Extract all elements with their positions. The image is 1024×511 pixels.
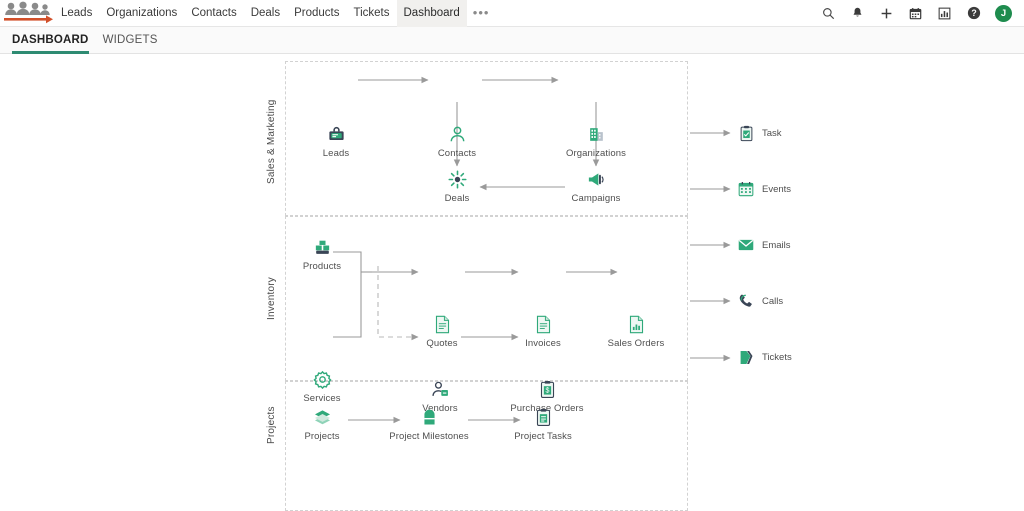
plus-icon[interactable] bbox=[879, 6, 894, 21]
node-project-tasks[interactable]: Project Tasks bbox=[497, 405, 589, 442]
node-label: Services bbox=[276, 393, 368, 404]
node-campaigns[interactable]: Campaigns bbox=[550, 167, 642, 204]
invoices-icon bbox=[497, 312, 589, 334]
svg-text:$: $ bbox=[545, 387, 549, 395]
deals-icon bbox=[411, 167, 503, 189]
process-flow-diagram: Sales & Marketing Inventory Projects bbox=[0, 54, 1024, 466]
node-label: Projects bbox=[276, 431, 368, 442]
node-label: Sales Orders bbox=[590, 338, 682, 349]
node-deals[interactable]: Deals bbox=[411, 167, 503, 204]
top-nav-actions: ? J bbox=[821, 5, 1024, 22]
svg-text:?: ? bbox=[971, 8, 976, 18]
node-task[interactable]: Task bbox=[738, 124, 782, 142]
nav-item-leads[interactable]: Leads bbox=[54, 0, 99, 27]
top-navigation-bar: Leads Organizations Contacts Deals Produ… bbox=[0, 0, 1024, 27]
node-quotes[interactable]: Quotes bbox=[396, 312, 488, 349]
nav-item-tickets[interactable]: Tickets bbox=[347, 0, 397, 27]
node-sales-orders[interactable]: Sales Orders bbox=[590, 312, 682, 349]
node-label: Organizations bbox=[550, 148, 642, 159]
node-contacts[interactable]: Contacts bbox=[411, 122, 503, 159]
node-label: Project Milestones bbox=[383, 431, 475, 442]
node-emails[interactable]: Emails bbox=[738, 236, 791, 254]
node-label: Deals bbox=[411, 193, 503, 204]
nav-item-dashboard[interactable]: Dashboard bbox=[397, 0, 467, 27]
node-label: Contacts bbox=[411, 148, 503, 159]
purchase-orders-icon: $ bbox=[501, 377, 593, 399]
products-icon bbox=[276, 235, 368, 257]
node-label: Campaigns bbox=[550, 193, 642, 204]
calendar-icon[interactable] bbox=[908, 6, 923, 21]
node-label: Products bbox=[276, 261, 368, 272]
node-label: Leads bbox=[290, 148, 382, 159]
services-icon bbox=[276, 367, 368, 389]
node-services[interactable]: Services bbox=[276, 367, 368, 404]
vendors-icon bbox=[394, 377, 486, 399]
node-label: Quotes bbox=[396, 338, 488, 349]
contacts-icon bbox=[411, 122, 503, 144]
sales-orders-icon bbox=[590, 312, 682, 334]
app-logo[interactable] bbox=[2, 0, 54, 27]
section-label-inventory: Inventory bbox=[266, 269, 277, 329]
node-label: Task bbox=[762, 128, 782, 139]
sub-tab-bar: DASHBOARD WIDGETS bbox=[0, 27, 1024, 54]
node-label: Events bbox=[762, 184, 791, 195]
node-events[interactable]: Events bbox=[738, 180, 791, 198]
node-leads[interactable]: Leads bbox=[290, 122, 382, 159]
node-organizations[interactable]: Organizations bbox=[550, 122, 642, 159]
vtiger-crm-logo-icon bbox=[2, 0, 54, 27]
node-calls[interactable]: Calls bbox=[738, 292, 783, 310]
node-label: Project Tasks bbox=[497, 431, 589, 442]
nav-item-deals[interactable]: Deals bbox=[244, 0, 287, 27]
analytics-icon[interactable] bbox=[937, 6, 952, 21]
section-label-sales-marketing: Sales & Marketing bbox=[266, 94, 277, 189]
nav-more-button[interactable]: ••• bbox=[467, 3, 496, 23]
nav-item-products[interactable]: Products bbox=[287, 0, 346, 27]
node-label: Emails bbox=[762, 240, 791, 251]
avatar[interactable]: J bbox=[995, 5, 1012, 22]
quotes-icon bbox=[396, 312, 488, 334]
node-projects[interactable]: Projects bbox=[276, 405, 368, 442]
node-invoices[interactable]: Invoices bbox=[497, 312, 589, 349]
calls-icon bbox=[738, 292, 754, 310]
node-label: Invoices bbox=[497, 338, 589, 349]
project-tasks-icon bbox=[497, 405, 589, 427]
tickets-icon bbox=[738, 348, 754, 366]
events-icon bbox=[738, 180, 754, 198]
project-milestones-icon bbox=[383, 405, 475, 427]
node-products[interactable]: Products bbox=[276, 235, 368, 272]
node-tickets[interactable]: Tickets bbox=[738, 348, 792, 366]
organizations-icon bbox=[550, 122, 642, 144]
leads-icon bbox=[290, 122, 382, 144]
projects-icon bbox=[276, 405, 368, 427]
node-project-milestones[interactable]: Project Milestones bbox=[383, 405, 475, 442]
emails-icon bbox=[738, 236, 754, 254]
task-icon bbox=[738, 124, 754, 142]
node-label: Tickets bbox=[762, 352, 792, 363]
node-label: Calls bbox=[762, 296, 783, 307]
bell-icon[interactable] bbox=[850, 6, 865, 21]
campaigns-icon bbox=[550, 167, 642, 189]
help-icon[interactable]: ? bbox=[966, 6, 981, 21]
primary-nav-links: Leads Organizations Contacts Deals Produ… bbox=[54, 0, 495, 27]
tab-dashboard[interactable]: DASHBOARD bbox=[12, 27, 89, 54]
tab-widgets[interactable]: WIDGETS bbox=[103, 27, 158, 54]
nav-item-organizations[interactable]: Organizations bbox=[99, 0, 184, 27]
search-icon[interactable] bbox=[821, 6, 836, 21]
nav-item-contacts[interactable]: Contacts bbox=[184, 0, 243, 27]
